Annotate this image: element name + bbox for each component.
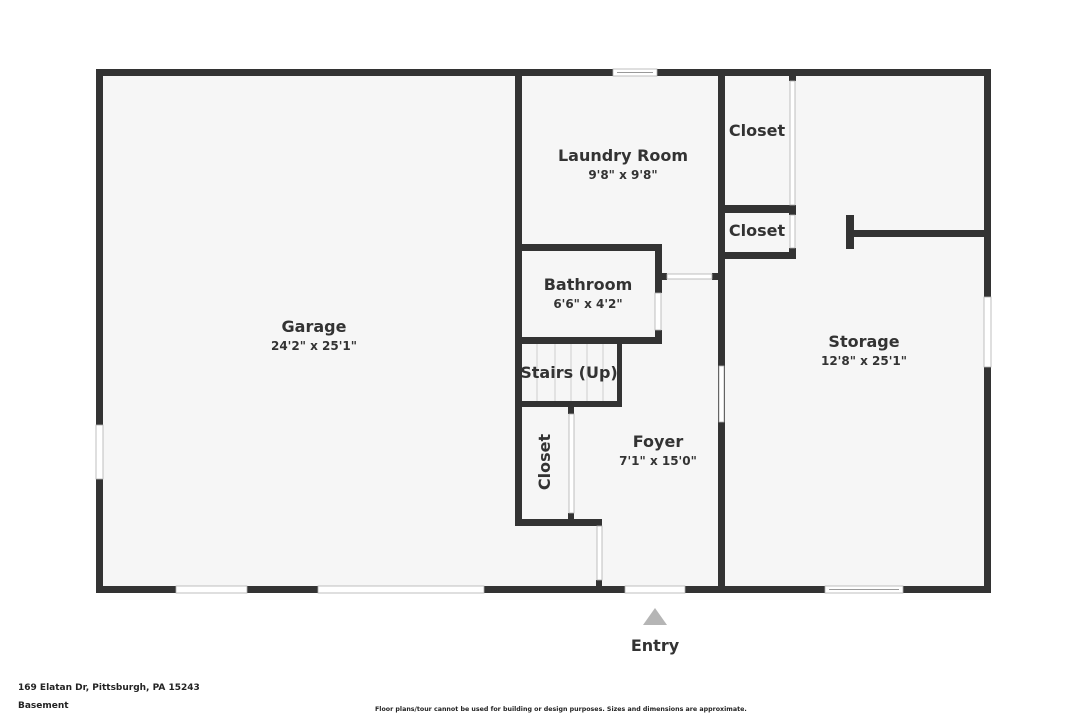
entry-label: Entry [631,636,680,655]
closet-top-name: Closet [729,121,786,140]
wall-closet-lower [722,252,796,259]
wall-left [96,69,103,593]
openings [95,68,992,594]
wall-bathroom-bottom [518,337,662,344]
closet-left-name: Closet [535,434,554,491]
wall-closet-right-stub [568,513,574,523]
wall-garage-divider [515,73,522,525]
wall-closet-right-a [789,73,796,81]
foyer-dims: 7'1" x 15'0" [619,454,697,468]
wall-closet-top-stub [568,404,574,414]
laundry-name: Laundry Room [558,146,688,165]
wall-top [96,69,991,76]
wall-bathroom-right-upper [655,244,662,293]
storage-dims: 12'8" x 25'1" [821,354,907,368]
wall-closet-right-b [789,205,796,215]
disclaimer-text: Floor plans/tour cannot be used for buil… [375,706,747,713]
wall-storage-partition [851,230,987,237]
wall-foyer-door-stub [596,580,602,590]
bathroom-dims: 6'6" x 4'2" [553,297,622,311]
property-address: 169 Elatan Dr, Pittsburgh, PA 15243 [18,683,200,693]
floor-area [99,73,988,590]
wall-storage-partition-end [846,215,854,249]
window-storage-right [983,296,992,368]
stair-treads [536,344,604,401]
bathroom-name: Bathroom [544,275,633,294]
wall-laundry-door-stub-2 [712,273,722,280]
wall-stairs-right [617,341,622,407]
garage-dims: 24'2" x 25'1" [271,339,357,353]
wall-bottom [96,586,991,593]
closet-top-door [789,80,796,206]
wall-closet-bottom [515,519,602,526]
garage-door-1 [175,585,248,594]
foyer-entry-door [624,585,686,594]
wall-closet-divider [722,205,796,213]
storage-name: Storage [828,332,899,351]
window-garage-left [95,424,104,480]
floor-level: Basement [18,701,69,711]
closet-mid-door [789,214,796,249]
wall-bathroom-top [518,244,662,251]
entry-arrow-icon [643,608,667,625]
wall-laundry-door-stub [660,273,667,280]
garage-door-2 [317,585,485,594]
closet-left-door [568,413,575,514]
laundry-door [666,273,713,280]
stairs-name: Stairs (Up) [520,363,618,382]
laundry-dims: 9'8" x 9'8" [588,168,657,182]
foyer-name: Foyer [633,432,684,451]
bathroom-door [654,292,662,331]
foyer-side-opening [718,365,725,423]
wall-closet-right-c [789,248,796,259]
wall-laundry-right [718,73,725,590]
closet-mid-name: Closet [729,221,786,240]
foyer-door [596,525,603,581]
garage-name: Garage [282,317,347,336]
